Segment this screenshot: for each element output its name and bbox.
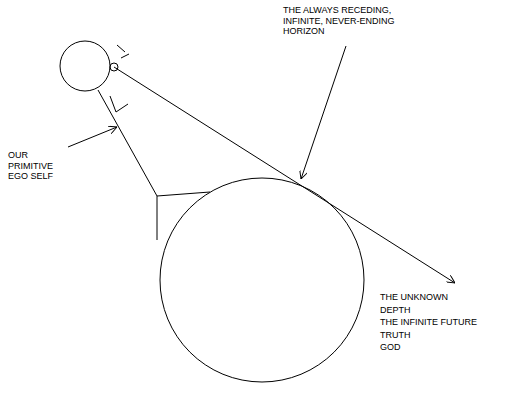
annotation-label: THE ALWAYS RECEDING, INFINITE, NEVER-END… [283,5,415,37]
annotation-label: THE UNKNOWN [380,292,448,303]
annotation-label: TRUTH [380,330,411,341]
annotation-label: DEPTH [380,305,411,316]
leader-arrow [68,127,117,147]
arm-lines [110,96,128,112]
annotation-label: GOD [380,342,401,353]
head-circle [60,41,110,91]
depth-circle [160,178,364,382]
leader-arrow [301,46,346,179]
annotation-label: OUR PRIMITIVE EGO SELF [8,150,53,182]
face-marks [117,45,129,58]
torso-line [98,90,157,196]
leg-lines [157,192,210,240]
annotation-label: THE INFINITE FUTURE [380,317,477,328]
sight-line [114,67,455,283]
